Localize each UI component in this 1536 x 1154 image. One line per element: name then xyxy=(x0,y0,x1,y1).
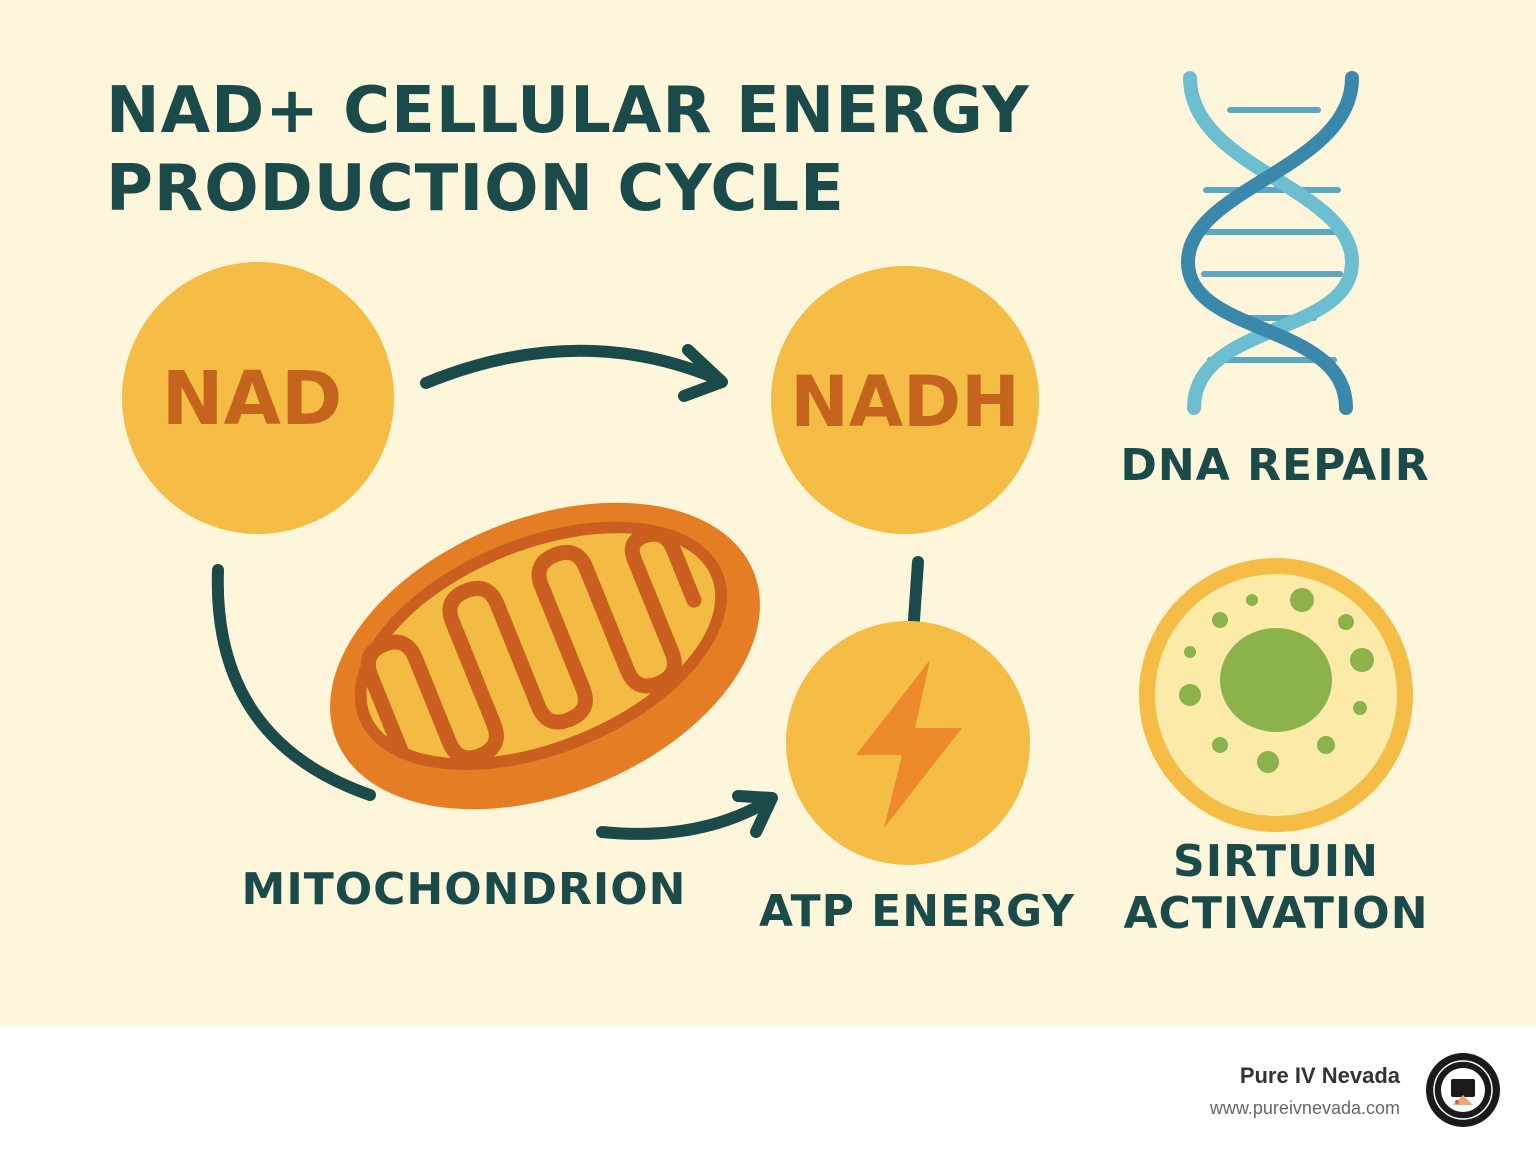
connector-nad-to-mitochondrion xyxy=(211,564,376,801)
brand-logo-icon xyxy=(1426,1053,1500,1127)
sirtuin-label-line-1: SIRTUIN xyxy=(1173,836,1379,887)
nadh-label: NADH xyxy=(790,361,1019,443)
arrow-head-atp xyxy=(732,790,778,838)
brand-url[interactable]: www.pureivnevada.com xyxy=(1209,1098,1400,1118)
lightning-bolt-icon xyxy=(856,660,962,828)
mitochondrion-label: MITOCHONDRION xyxy=(241,864,687,915)
title-line-2: PRODUCTION CYCLE xyxy=(106,152,845,226)
sirtuin-activation-label: SIRTUIN ACTIVATION xyxy=(1106,836,1446,940)
arrow-head-nadh xyxy=(678,344,728,402)
atp-node xyxy=(786,621,1030,865)
dna-repair-label: DNA REPAIR xyxy=(1120,440,1430,491)
nad-label: NAD xyxy=(162,356,343,442)
dna-helix-icon xyxy=(1180,71,1360,415)
brand-name: Pure IV Nevada xyxy=(1239,1063,1400,1088)
nadh-node: NADH xyxy=(771,266,1039,534)
cell-icon xyxy=(1139,558,1413,832)
nad-node: NAD xyxy=(122,262,394,534)
mitochondrion-icon xyxy=(330,502,760,810)
title-line-1: NAD+ CELLULAR ENERGY xyxy=(106,74,1030,148)
footer xyxy=(0,1026,1536,1154)
cycle-diagram: NAD NADH xyxy=(122,71,1413,865)
page-title: NAD+ CELLULAR ENERGY PRODUCTION CYCLE xyxy=(106,72,1030,228)
arrow-nad-to-nadh xyxy=(420,344,726,389)
arrow-mitochondrion-to-atp xyxy=(596,794,776,840)
connector-nadh-to-atp xyxy=(908,556,924,626)
sirtuin-label-line-2: ACTIVATION xyxy=(1123,888,1429,939)
atp-energy-label: ATP ENERGY xyxy=(758,886,1076,937)
